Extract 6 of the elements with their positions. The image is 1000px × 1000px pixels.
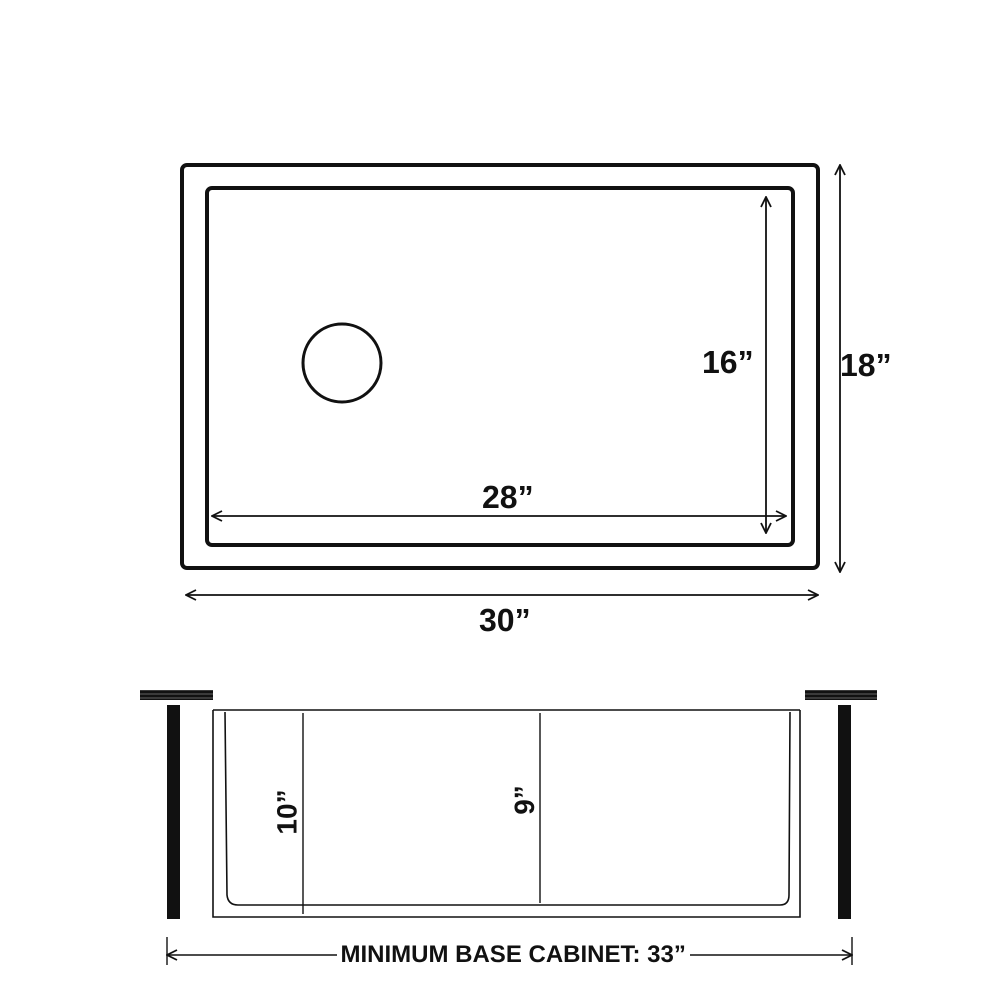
dimension-label: 28” bbox=[482, 481, 534, 513]
dimension-label: 30” bbox=[479, 604, 531, 636]
dimension-label: 18” bbox=[840, 349, 892, 381]
dimension-label: 16” bbox=[702, 346, 754, 378]
dimension-label: 10” bbox=[273, 789, 302, 835]
dimension-label: 9” bbox=[510, 785, 539, 815]
